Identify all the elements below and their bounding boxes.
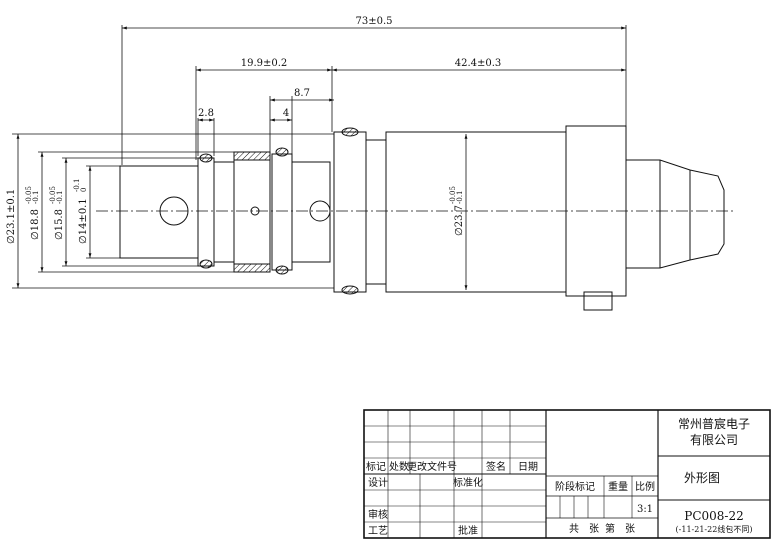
tb-weight: 重量 [608,480,628,493]
tb-scale-value: 3:1 [637,504,653,515]
tb-scale-label: 比例 [635,480,655,493]
dimension-text: 73±0.5 19.9±0.2 42.4±0.3 8.7 4 2.8 ∅23.1… [6,16,501,244]
tb-standardize: 标准化 [453,476,483,489]
valve-part-outline [96,125,735,311]
dim-body-length: 42.4±0.3 [455,58,502,69]
tb-process: 工艺 [368,525,388,537]
hole-mid [250,206,260,216]
dim-dia-15-8-tol-upper: -0.05 [49,186,57,204]
tb-stage-mark: 阶段标记 [555,480,595,493]
tb-sheet-unit: 张 [625,523,635,535]
tb-rev-mark: 标记 [366,461,386,473]
dim-dia-18-8-tol-upper: -0.05 [25,186,33,204]
tb-company-line1: 常州普宸电子 [678,416,750,431]
hole-rear [309,200,331,222]
tb-approve: 批准 [458,524,478,537]
title-block-text: 标记 处数 更改文件号 签名 日期 设计 标准化 审核 工艺 批准 阶段标记 重… [366,416,752,537]
main-body [385,131,567,293]
dim-dia-23-7-tol-lower: -0.1 [456,191,464,205]
dim-dia-18-8-tol-lower: -0.1 [32,191,40,205]
hole-front [159,196,189,226]
tb-rev-sign: 签名 [486,460,506,473]
tb-rev-date: 日期 [518,461,538,473]
dim-dia-18-8: ∅18.8 [30,209,41,240]
tb-rev-count: 处数 [389,460,409,473]
dim-dia-14-tol-lower: 0 [80,188,88,192]
tb-part-number: PC008-22 [684,509,743,523]
dim-dia-15-8: ∅15.8 [54,209,65,240]
dim-groove-8-7: 8.7 [294,88,310,99]
connector-plug [625,159,725,269]
dimension-lines [12,25,627,290]
front-tip [119,165,199,259]
dim-groove-2-8: 2.8 [198,108,214,119]
dim-dia-14: ∅14±0.1 [78,198,89,244]
dim-dia-23-7-tol-upper: -0.05 [449,186,457,204]
dim-dia-23-1: ∅23.1±0.1 [6,189,17,244]
title-block [363,409,771,539]
tb-rev-doc: 更改文件号 [407,460,457,473]
front-ring [197,157,215,267]
dim-dia-15-8-tol-lower: -0.1 [56,191,64,205]
tb-drawing-title: 外形图 [684,471,720,485]
sleeve [233,151,271,273]
tb-check: 审核 [368,508,388,521]
rear-ring [271,153,293,271]
tb-sheets-total: 共 [569,523,579,535]
tb-sheet-no: 第 [605,522,615,535]
dim-groove-4: 4 [283,108,289,119]
tb-design: 设计 [368,476,388,489]
tb-sheets-unit: 张 [589,523,599,535]
dim-dia-23-7: ∅23.7 [454,205,465,236]
tb-part-note: (-11-21-22线包不同) [676,524,753,534]
dim-overall-length: 73±0.5 [355,16,392,27]
dim-front-length: 19.9±0.2 [241,58,288,69]
flange [333,131,367,293]
dim-dia-14-tol-upper: -0.1 [73,179,81,193]
tb-company-line2: 有限公司 [690,433,738,447]
